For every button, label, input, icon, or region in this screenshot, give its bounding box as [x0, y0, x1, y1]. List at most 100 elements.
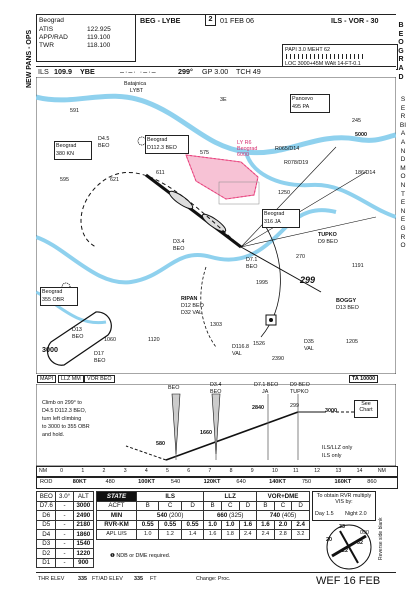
alt-sep: -	[55, 519, 74, 530]
ils-tch: TCH 49	[236, 67, 261, 76]
missed-line: Climb on 299° to	[42, 400, 82, 406]
map-elev: 1191	[352, 263, 364, 269]
map-label-3e: 3E	[220, 97, 227, 103]
effective-date: WEF 16 FEB	[316, 575, 381, 587]
map-elev: 1303	[210, 322, 222, 328]
runway-diagram	[326, 524, 372, 570]
alt-fix: D5	[35, 519, 57, 530]
footer-rule	[36, 572, 396, 573]
profile-alt-299: 299	[290, 403, 299, 409]
fix-ripan: RIPAN	[181, 296, 198, 302]
ils-bar: ILS 109.9 YBE –·–· ·–·– 299° GP 3.00 TCH…	[36, 66, 396, 78]
ils-freq: 109.9	[54, 67, 72, 76]
vor-box-beo: Beograd D112.3 BEO	[145, 135, 189, 154]
comms-city: Beograd	[39, 17, 64, 24]
map-elev: 1995	[256, 280, 268, 286]
route-label: BEG - LYBE	[140, 16, 181, 25]
min-llz-h: (325)	[229, 511, 244, 519]
rvr-cell: 0.55	[136, 519, 160, 530]
airport-vertical: BEOGRAD	[397, 22, 407, 82]
nm-tick: 13	[335, 468, 342, 474]
map-elev: 1526	[253, 341, 265, 347]
alt-fix: D6	[35, 510, 57, 521]
rwy-090: 090	[360, 530, 369, 536]
ils-gp: GP 3.00	[202, 67, 229, 76]
apl-cell: 1.6	[203, 529, 222, 540]
ad-elev-unit: FT	[150, 576, 157, 582]
nm-tick: 10	[271, 468, 278, 474]
rvr-night: Night 2.0	[345, 511, 367, 517]
comm-name: TWR	[39, 42, 55, 49]
profile-fix: BEO	[168, 385, 180, 391]
minima-table: STATE ILS LLZ VOR+DME ACFT B C D B C D B…	[95, 491, 310, 540]
map-elev: 2390	[272, 356, 284, 362]
nm-tick: 8	[229, 468, 233, 474]
rod-cell: 140KT	[269, 479, 286, 485]
restricted-area-label: LY R6 Beograd 6000	[237, 140, 258, 158]
ils-label: ILS	[38, 67, 49, 76]
acft-cell: D	[238, 500, 258, 511]
minima-note-text: NDB or DME required.	[116, 553, 171, 559]
profile-fix-sub: JA	[262, 389, 269, 395]
fix-d34-beo: BEO	[173, 246, 185, 252]
rwy-33: 33	[339, 524, 345, 530]
map-elev: 621	[110, 177, 119, 183]
map-elev: 1120	[148, 337, 160, 343]
nm-tick: 7	[208, 468, 212, 474]
papi-box: PAPI 3.0 MEHT 62 LOC 3000+45M WAlt 14-FT…	[282, 44, 398, 70]
apl-cell: 1.0	[136, 529, 160, 540]
fix-d17-beo: BEO	[94, 358, 106, 364]
alt-val: 1220	[72, 548, 95, 559]
chart-title: ILS - VOR - 30	[331, 16, 379, 25]
comm-freq: 119.100	[87, 34, 111, 41]
acft-cell: B	[136, 500, 160, 511]
see-chart-box: See Chart	[354, 400, 378, 418]
comm-freq: 122.925	[87, 26, 111, 33]
chart-date: 01 FEB 06	[220, 16, 254, 25]
fix-d34: D3.4	[173, 239, 185, 245]
map-elev: 595	[60, 177, 69, 183]
min-ils: 540	[156, 511, 168, 519]
min-vor: 740	[269, 511, 281, 519]
fix-d45-beo: BEO	[98, 143, 110, 149]
reverse-note: Reverse side blank	[378, 517, 384, 560]
alt-val: 3000	[72, 500, 95, 511]
profile-alt-3000: 3000	[325, 408, 337, 414]
fix-d13-beo: BEO	[72, 334, 84, 340]
acft-cell: C	[220, 500, 240, 511]
ndb-box-obr: Beograd 355 OBR	[40, 287, 78, 306]
profile-fix-sub: TUPKO	[290, 389, 309, 395]
legend-a: ILS/LLZ only	[322, 445, 353, 451]
rvr-cell: 1.0	[203, 519, 222, 530]
apl-cell: 2.4	[256, 529, 275, 540]
ad-elev-label: FT/AD ELEV	[92, 576, 123, 582]
min-label: MIN	[95, 510, 138, 521]
fix-d35: D35	[304, 339, 314, 345]
profile-view	[36, 384, 396, 466]
map-label-lybt: LYBT	[130, 88, 144, 94]
alt-val: 1540	[72, 538, 95, 549]
missed-line: D4.5 D112.3 BEO,	[42, 408, 87, 414]
rwy-32: 32	[357, 540, 363, 546]
ndb-name: Beograd	[42, 289, 63, 295]
rvr-cell: 2.0	[273, 519, 293, 530]
comm-name: APP/RAD	[39, 34, 68, 41]
ndb-name: Beograd	[56, 143, 77, 149]
fix-tupko: TUPKO	[318, 232, 337, 238]
map-elev: 1060	[104, 337, 116, 343]
alt-fix: D4	[35, 529, 57, 540]
rvr-cell: 0.55	[158, 519, 182, 530]
radial-270: 270	[296, 254, 305, 260]
plan-view	[36, 77, 396, 374]
rod-cell: 860	[367, 479, 377, 485]
missed-line: to 3000 to 355 OBR	[42, 424, 90, 430]
papi-line2: LOC 3000+45M WAlt 14-FT-0.1	[285, 61, 361, 67]
radial-245: 245	[352, 118, 361, 124]
rvr-label: RVR-KM	[95, 519, 138, 530]
ad-elev-value: 335	[134, 576, 143, 582]
papi-bar	[286, 54, 364, 59]
nm-tick: 9	[250, 468, 254, 474]
minima-col-vor: VOR+DME	[256, 491, 310, 502]
comm-freq: 118.100	[87, 42, 111, 49]
